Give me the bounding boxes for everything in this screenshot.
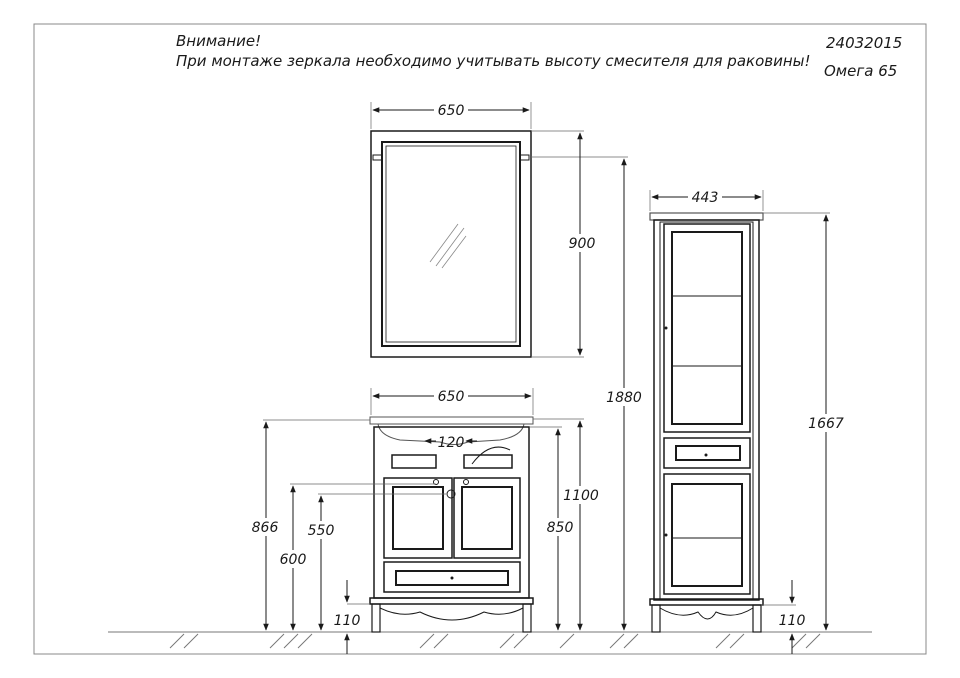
mirror	[370, 130, 532, 358]
dimension-labels: 650 900 650 120 1880 1100 850 866 600 55…	[248, 101, 846, 629]
vanity	[369, 416, 534, 633]
dimension-lines	[263, 102, 830, 654]
label-height-550: 550	[308, 523, 335, 539]
warning-title: Внимание!	[176, 32, 262, 50]
tall-cabinet	[649, 212, 764, 633]
label-vanity-height: 850	[547, 520, 574, 536]
label-vanity-leg-height: 110	[334, 613, 361, 629]
label-cabinet-height: 1667	[808, 416, 844, 432]
label-mirror-width: 650	[438, 103, 465, 119]
label-cabinet-width: 443	[692, 190, 719, 206]
label-basin-height: 866	[252, 520, 279, 536]
label-cabinet-leg-height: 110	[779, 613, 806, 629]
warning-text: При монтаже зеркала необходимо учитывать…	[176, 52, 811, 70]
label-mirror-height: 900	[569, 236, 596, 252]
label-mirror-top-height: 1880	[606, 390, 642, 406]
label-vanity-top-height: 1100	[563, 488, 599, 504]
label-vanity-width: 650	[438, 389, 465, 405]
label-faucet-spacing: 120	[438, 435, 465, 451]
model-name: Омега 65	[824, 62, 898, 80]
document-number: 24032015	[826, 34, 903, 52]
sheet-border	[33, 23, 927, 655]
label-height-600: 600	[280, 552, 307, 568]
floor-line	[108, 631, 872, 649]
